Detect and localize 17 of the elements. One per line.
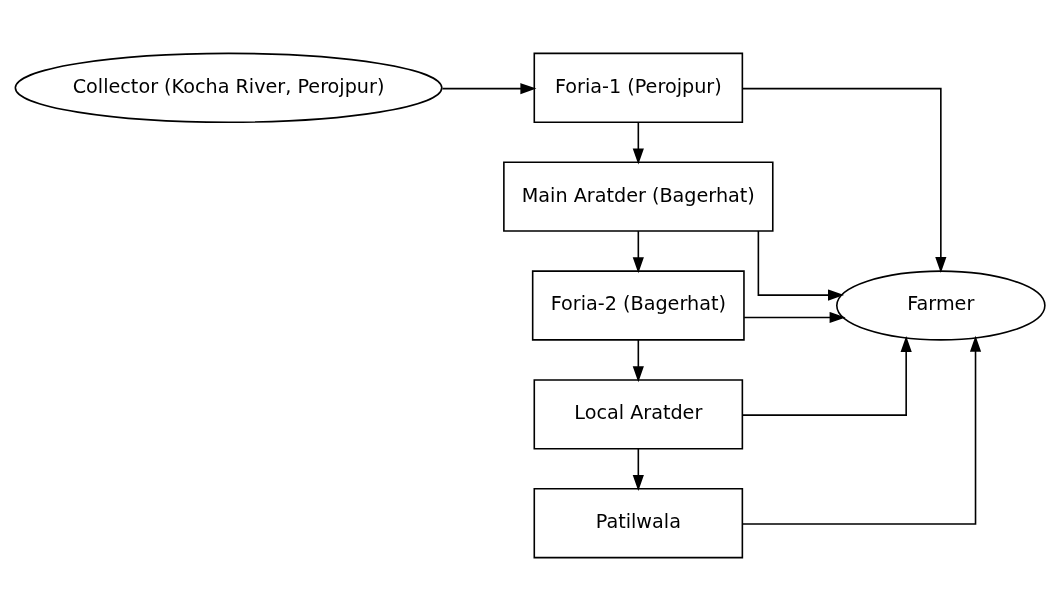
- arrow: [632, 229, 644, 273]
- arrow: [632, 447, 644, 491]
- node-box: Local Aratder: [533, 378, 744, 450]
- node-box: Patilwala: [533, 487, 744, 558]
- arrow: [741, 335, 982, 525]
- node-box: Foria-2 (Bagerhat): [531, 269, 745, 341]
- node-ellipse: Collector (Kocha River, Perojpur): [14, 52, 443, 123]
- arrow: [741, 87, 947, 273]
- arrow: [632, 338, 644, 382]
- node-box: Main Aratder (Bagerhat): [503, 160, 774, 232]
- node-ellipse: Farmer: [836, 269, 1046, 341]
- arrow: [632, 120, 644, 164]
- node-box: Foria-1 (Perojpur): [533, 52, 744, 123]
- arrow: [757, 229, 844, 301]
- arrow: [741, 335, 912, 416]
- arrow: [743, 311, 846, 323]
- arrow: [441, 82, 537, 94]
